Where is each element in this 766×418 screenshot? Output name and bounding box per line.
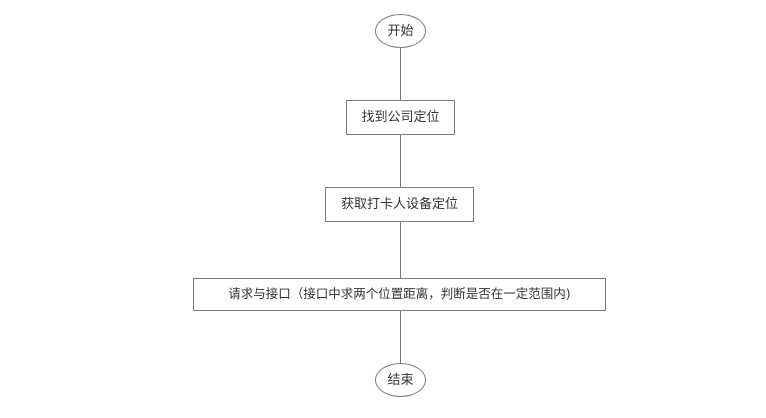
start-node: 开始 [375, 14, 426, 48]
step-node-get-device-location: 获取打卡人设备定位 [325, 187, 474, 222]
start-node-label: 开始 [387, 23, 414, 39]
connector-step1-to-step2 [400, 135, 401, 187]
connector-step2-to-step3 [400, 222, 401, 278]
step-node-label: 请求与接口（接口中求两个位置距离，判断是否在一定范围内) [228, 286, 571, 302]
step-node-label: 找到公司定位 [361, 110, 440, 125]
step-node-label: 获取打卡人设备定位 [340, 197, 458, 212]
step-node-request-api: 请求与接口（接口中求两个位置距离，判断是否在一定范围内) [193, 278, 606, 311]
connector-step3-to-end [400, 311, 401, 363]
step-node-locate-company: 找到公司定位 [346, 100, 455, 135]
connector-start-to-step1 [400, 48, 401, 100]
end-node: 结束 [375, 363, 426, 397]
end-node-label: 结束 [387, 372, 414, 388]
